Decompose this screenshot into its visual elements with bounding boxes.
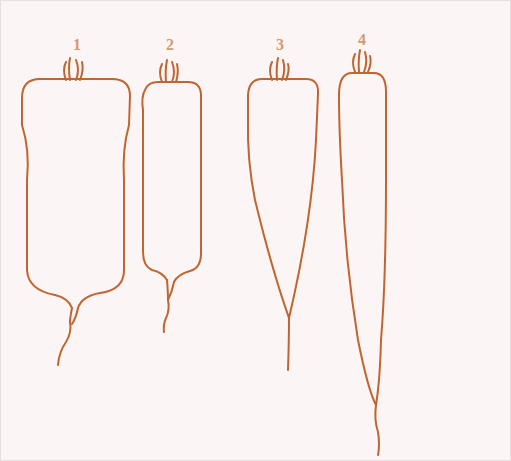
root-shape-2 <box>142 60 201 332</box>
callout-number: 3 <box>276 37 284 53</box>
callout-number: 1 <box>73 37 81 53</box>
root-shape-3 <box>248 58 318 370</box>
callout-number: 2 <box>166 37 174 53</box>
root-shape-4 <box>339 50 386 455</box>
callout-number: 4 <box>358 32 366 48</box>
root-shape-1 <box>22 58 130 365</box>
